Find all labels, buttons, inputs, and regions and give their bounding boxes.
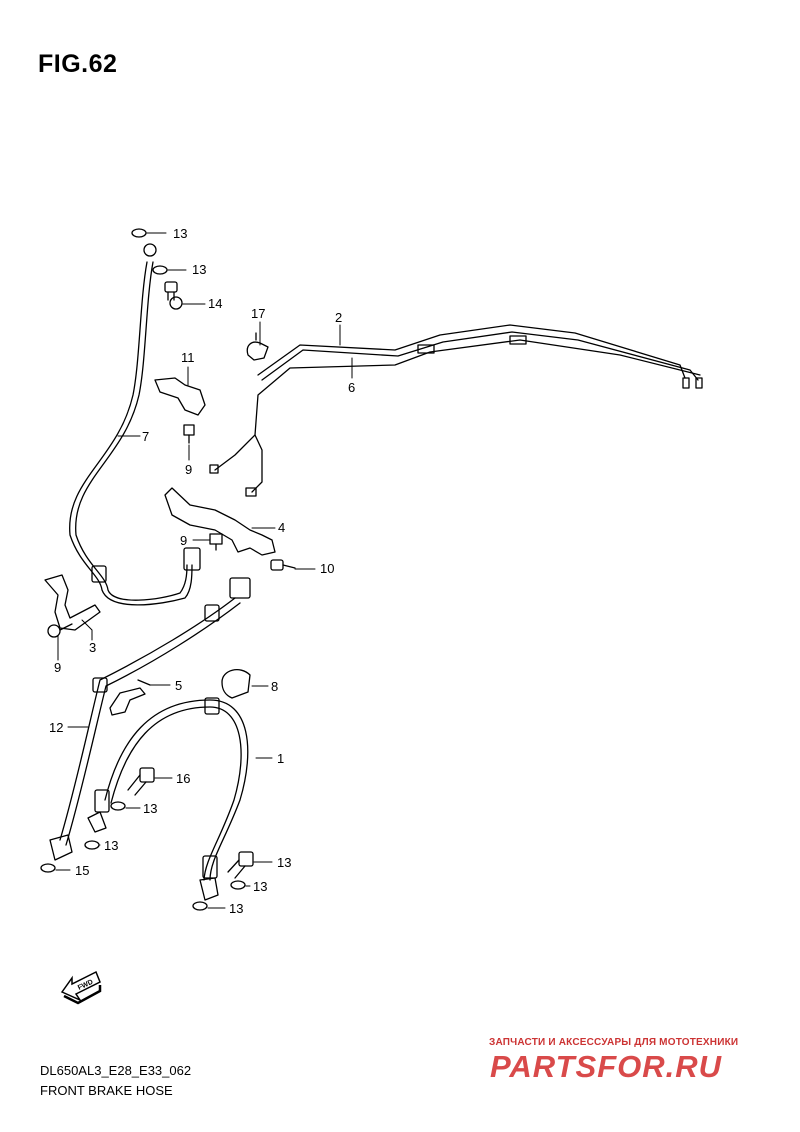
washer-13-d bbox=[84, 840, 100, 850]
washer-13-f bbox=[230, 880, 246, 890]
union-bolt-14 bbox=[164, 281, 183, 310]
label-15: 13 bbox=[277, 855, 291, 870]
label-13-d: 13 bbox=[104, 838, 118, 853]
label-17: 17 bbox=[251, 306, 265, 321]
bolt-10 bbox=[270, 559, 296, 571]
label-8: 8 bbox=[271, 679, 278, 694]
bolt-9-a bbox=[183, 424, 195, 444]
watermark-tagline: ЗАПЧАСТИ И АКСЕССУАРЫ ДЛЯ МОТОТЕХНИКИ bbox=[489, 1037, 739, 1048]
label-11: 11 bbox=[181, 350, 195, 365]
label-4: 4 bbox=[278, 520, 285, 535]
label-16: 16 bbox=[176, 771, 190, 786]
clamp-8 bbox=[221, 669, 251, 699]
fwd-arrow-icon: FWD bbox=[60, 970, 102, 1005]
hose-12 bbox=[49, 577, 251, 861]
clamp-17 bbox=[246, 332, 269, 361]
label-3: 3 bbox=[89, 640, 96, 655]
hose-7 bbox=[69, 243, 201, 606]
bracket-3 bbox=[44, 574, 101, 631]
clip-11 bbox=[154, 377, 206, 416]
bracket-4 bbox=[164, 487, 276, 556]
washer-13-e bbox=[40, 863, 56, 873]
label-13-a: 13 bbox=[173, 226, 187, 241]
label-10: 10 bbox=[320, 561, 334, 576]
label-9-b: 9 bbox=[180, 533, 187, 548]
label-2: 2 bbox=[335, 310, 342, 325]
label-14: 14 bbox=[208, 296, 222, 311]
label-13-c: 13 bbox=[143, 801, 157, 816]
label-5: 5 bbox=[175, 678, 182, 693]
label-12: 12 bbox=[49, 720, 63, 735]
diagram-code: DL650AL3_E28_E33_062 bbox=[40, 1063, 192, 1078]
label-13-f: 13 bbox=[253, 879, 267, 894]
washer-13-g bbox=[192, 901, 208, 911]
label-13-e: 15 bbox=[75, 863, 89, 878]
label-6: 6 bbox=[348, 380, 355, 395]
washer-13-b bbox=[152, 265, 168, 275]
hose-1 bbox=[87, 697, 249, 901]
brake-pipes-2-6 bbox=[209, 324, 703, 497]
label-13-g: 13 bbox=[229, 901, 243, 916]
watermark-logo: PARTSFOR.RU bbox=[490, 1049, 723, 1084]
bracket-5 bbox=[109, 679, 151, 716]
washer-13-c bbox=[110, 801, 126, 811]
label-13-b: 13 bbox=[192, 262, 206, 277]
label-9-a: 9 bbox=[185, 462, 192, 477]
washer-13-a bbox=[131, 228, 147, 238]
union-bolt-16 bbox=[127, 767, 155, 796]
diagram-name: FRONT BRAKE HOSE bbox=[40, 1083, 173, 1098]
figure-title: FIG.62 bbox=[38, 50, 118, 78]
bolt-9-c bbox=[47, 623, 73, 638]
union-bolt-15 bbox=[227, 851, 254, 879]
label-9-c: 9 bbox=[54, 660, 61, 675]
part-labels: 13 13 14 17 2 6 11 7 9 4 9 10 3 9 5 8 12… bbox=[49, 226, 355, 916]
leader-lines bbox=[55, 232, 353, 909]
label-7: 7 bbox=[142, 429, 149, 444]
bolt-9-b bbox=[209, 533, 223, 551]
label-1: 1 bbox=[277, 751, 284, 766]
